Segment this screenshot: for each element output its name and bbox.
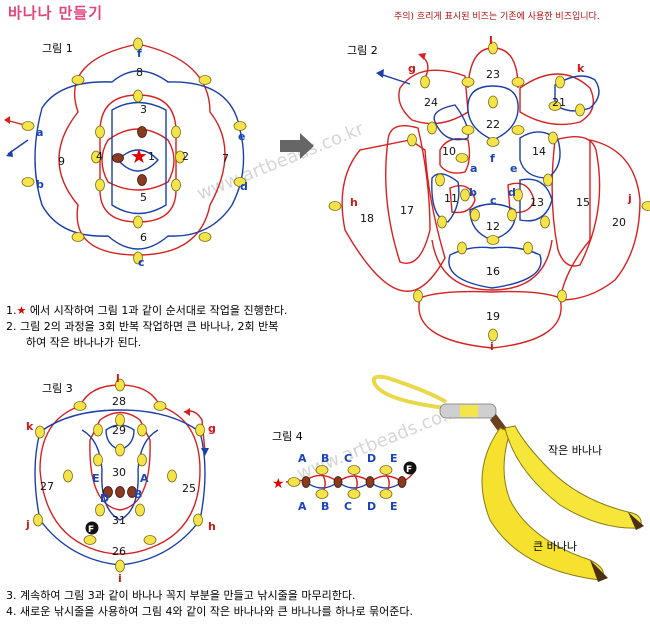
instruction-2-cont: 하여 작은 바나나가 된다. — [26, 336, 142, 349]
fig3-letter-l: l — [116, 372, 120, 385]
fig2-letter-f: f — [490, 152, 495, 165]
fig1-letter-c: c — [138, 256, 145, 269]
fig2-num-22: 22 — [486, 118, 500, 131]
fig2-letter-e: e — [510, 162, 517, 175]
fig3-label: 그림 3 — [42, 382, 73, 395]
fig2-num-12: 12 — [486, 220, 500, 233]
fig3-num-25: 25 — [182, 482, 196, 495]
fig3-letter-E: E — [92, 472, 100, 485]
fig3-num-27: 27 — [40, 480, 54, 493]
fig4-label: 그림 4 — [272, 430, 303, 443]
fig2-num-19: 19 — [486, 310, 500, 323]
instruction-2: 2. 그림 2의 과정을 3회 반복 작업하면 큰 바나나, 2회 반복 — [6, 320, 279, 333]
fig1-num-4: 4 — [96, 150, 103, 163]
big-banana-label: 큰 바나나 — [533, 540, 577, 553]
next-arrow-icon — [280, 133, 314, 159]
fig1-letter-e: e — [238, 130, 245, 143]
fig2-letter-i: i — [490, 340, 494, 353]
fig1-letter-f: f — [137, 47, 142, 60]
fig1-num-1: 1 — [148, 150, 155, 163]
fig3-num-30: 30 — [112, 466, 126, 479]
fig1-letter-d: d — [240, 180, 248, 193]
banana-illustration — [371, 374, 644, 582]
fig2-num-14: 14 — [532, 145, 546, 158]
fig2-letter-a: a — [470, 162, 477, 175]
fig1-num-6: 6 — [140, 231, 147, 244]
instructions-top: 1.★ 에서 시작하여 그림 1과 같이 순서대로 작업을 진행한다. 2. 그… — [6, 303, 287, 351]
note-text: 주의) 흐리게 표시된 비즈는 기존에 사용한 비즈입니다. — [394, 12, 600, 22]
fig2-num-24: 24 — [424, 96, 438, 109]
fig4-top-D: D — [367, 452, 376, 465]
figure-2: l g k a f e b d c h j i 23 24 21 22 10 1… — [328, 34, 650, 353]
figure-1: ★ f a b e d c 8 3 4 1 2 9 7 5 6 — [4, 37, 248, 269]
fig2-letter-k: k — [577, 62, 585, 75]
fig3-num-26: 26 — [112, 545, 126, 558]
fig2-label: 그림 2 — [347, 44, 378, 57]
fig1-num-8: 8 — [136, 66, 143, 79]
fig2-num-18: 18 — [360, 212, 374, 225]
fig3-letter-h: h — [208, 520, 216, 533]
fig1-num-5: 5 — [140, 191, 147, 204]
fig2-letter-c: c — [490, 194, 497, 207]
fig1-letter-b: b — [36, 178, 44, 191]
fig3-num-28: 28 — [112, 395, 126, 408]
start-star-icon: ★ — [130, 144, 148, 168]
fig2-num-13: 13 — [530, 196, 544, 209]
fig3-num-29: 29 — [112, 424, 126, 437]
fig3-letter-k: k — [26, 420, 34, 433]
small-banana-label: 작은 바나나 — [548, 444, 603, 457]
fig4-start-star-icon: ★ — [272, 476, 285, 492]
instruction-3: 3. 계속하여 그림 3과 같이 바나나 꼭지 부분을 만들고 낚시줄을 마무리… — [6, 589, 356, 602]
fig1-num-7: 7 — [222, 152, 229, 165]
fig4-bottom-D: D — [367, 500, 376, 513]
fig4-bottom-E: E — [390, 500, 398, 513]
fig2-letter-l: l — [489, 34, 493, 47]
instructions-bottom: 3. 계속하여 그림 3과 같이 바나나 꼭지 부분을 만들고 낚시줄을 마무리… — [6, 588, 413, 620]
fig3-letter-i: i — [118, 572, 122, 585]
figure-4: ★ F A B C D E A B C D E — [272, 452, 417, 513]
fig2-num-17: 17 — [400, 204, 414, 217]
fig3-letter-D: D — [100, 492, 109, 505]
fig1-letter-a: a — [36, 126, 43, 139]
fig4-bottom-B: B — [321, 500, 329, 513]
fig4-bottom-A: A — [298, 500, 307, 513]
fig4-top-A: A — [298, 452, 307, 465]
fig2-letter-h: h — [350, 196, 358, 209]
fig2-letter-b: b — [469, 186, 477, 199]
fig3-letter-g: g — [208, 422, 216, 435]
fig4-top-B: B — [321, 452, 329, 465]
fig3-letter-j: j — [25, 518, 30, 531]
fig2-num-15: 15 — [576, 196, 590, 209]
fig1-label: 그림 1 — [42, 42, 73, 55]
fig2-num-11: 11 — [444, 192, 458, 205]
fig2-num-21: 21 — [552, 96, 566, 109]
figure-3: F l k g j h i E A D B 28 29 30 27 25 31 … — [25, 372, 216, 585]
fig3-finish-F: F — [88, 525, 94, 535]
fig3-letter-B: B — [134, 488, 142, 501]
fig2-letter-g: g — [408, 62, 416, 75]
fig2-num-10: 10 — [442, 145, 456, 158]
instruction-1: 1.★ 에서 시작하여 그림 1과 같이 순서대로 작업을 진행한다. — [6, 304, 288, 317]
fig2-num-23: 23 — [486, 68, 500, 81]
fig1-num-3: 3 — [140, 103, 147, 116]
fig2-letter-j: j — [627, 192, 632, 205]
fig2-num-16: 16 — [486, 265, 500, 278]
fig4-top-E: E — [390, 452, 398, 465]
fig4-bottom-C: C — [344, 500, 352, 513]
fig2-num-20: 20 — [612, 216, 626, 229]
page-title: 바나나 만들기 — [8, 4, 104, 22]
fig2-letter-d: d — [508, 186, 516, 199]
fig1-num-2: 2 — [182, 150, 189, 163]
fig4-top-C: C — [344, 452, 352, 465]
fig3-letter-A: A — [140, 472, 149, 485]
fig4-finish-F: F — [406, 465, 412, 475]
fig3-num-31: 31 — [112, 514, 126, 527]
star-icon: ★ — [16, 304, 27, 317]
watermark-1: www.artbeads.co.kr — [194, 118, 367, 204]
fig1-num-9: 9 — [58, 155, 65, 168]
instruction-4: 4. 새로운 낚시줄을 사용하여 그림 4와 같이 작은 바나나와 큰 바나나를… — [6, 605, 414, 618]
